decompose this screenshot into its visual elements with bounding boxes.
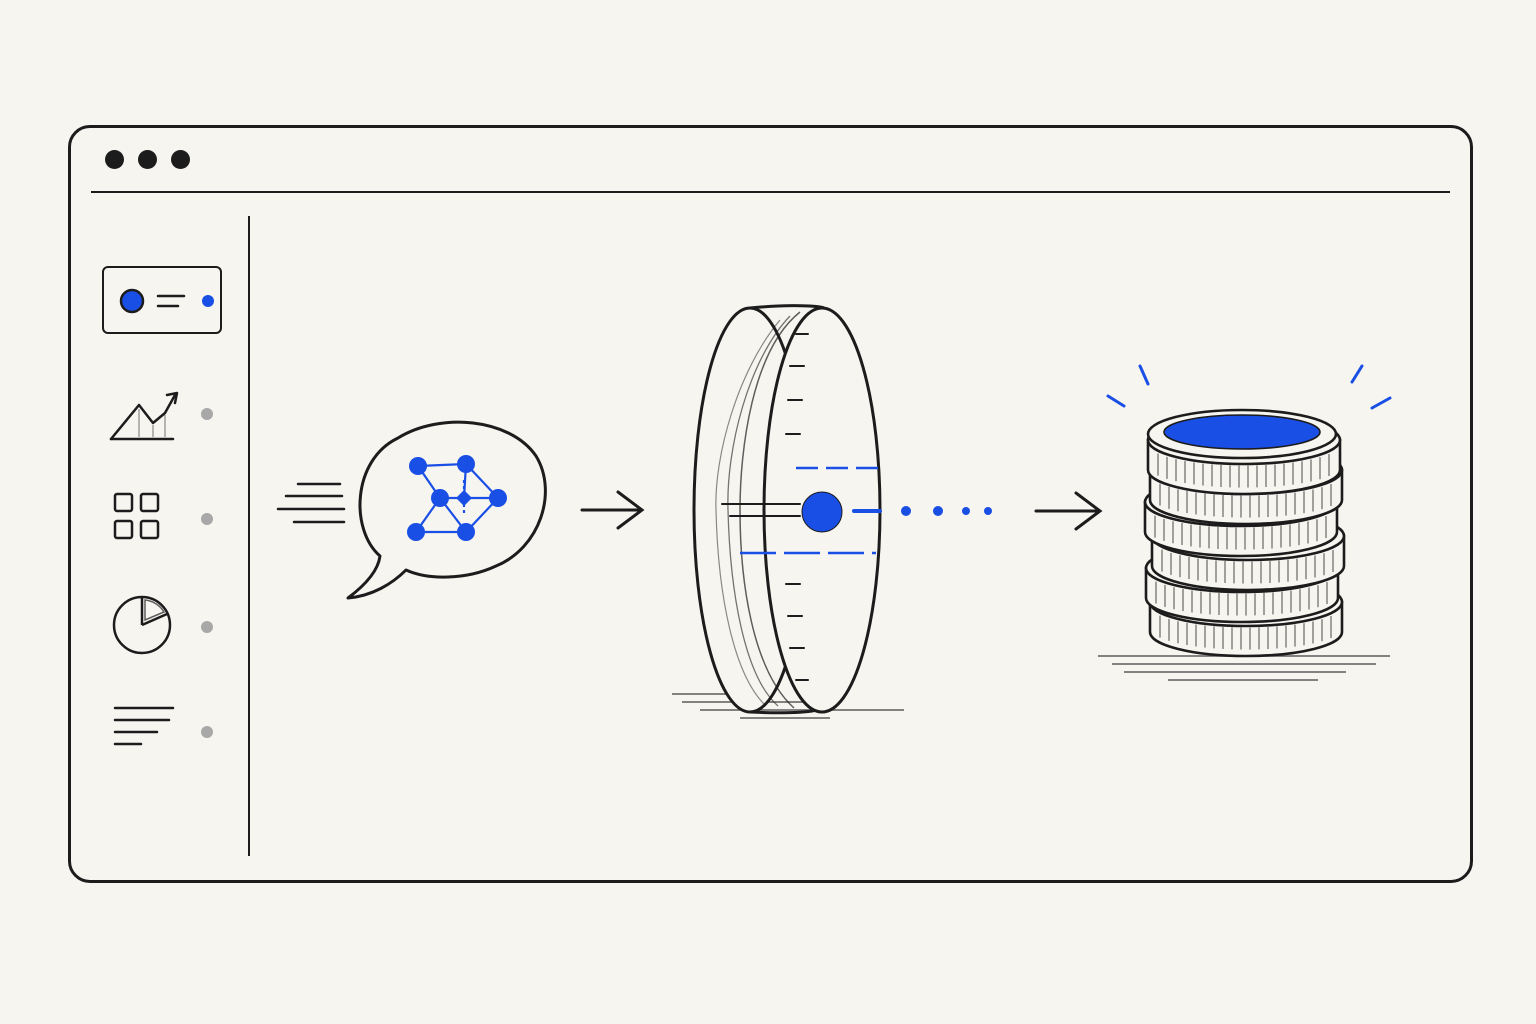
status-dot — [201, 408, 213, 420]
grid-icon — [113, 492, 213, 540]
coin-stack-icon[interactable] — [1098, 364, 1392, 681]
network-graph-icon — [407, 455, 507, 541]
sidebar-item-reports[interactable] — [101, 592, 223, 662]
window-dot-minimize[interactable] — [138, 150, 157, 169]
sidebar-item-overview[interactable] — [102, 266, 222, 334]
status-dot — [201, 513, 213, 525]
sparkle-icon — [1106, 364, 1392, 410]
sidebar-divider — [248, 216, 250, 856]
dotted-line — [852, 506, 992, 516]
arrow-right-icon — [580, 490, 645, 530]
speed-lines-icon — [276, 482, 346, 524]
line-chart-icon — [109, 391, 213, 441]
input-speech-bubble[interactable] — [346, 420, 547, 600]
window-controls — [105, 150, 190, 169]
sidebar-item-analytics[interactable] — [101, 383, 223, 453]
status-dot — [201, 621, 213, 633]
status-dot — [201, 726, 213, 738]
sidebar-item-documents[interactable] — [101, 696, 223, 766]
sidebar-item-apps[interactable] — [101, 486, 223, 556]
pie-chart-icon — [112, 595, 213, 655]
toggle-icon — [119, 288, 214, 314]
titlebar-divider — [91, 191, 1450, 193]
text-lines-icon — [113, 706, 213, 746]
focus-point-icon — [801, 491, 843, 533]
window-dot-maximize[interactable] — [171, 150, 190, 169]
window-dot-close[interactable] — [105, 150, 124, 169]
arrow-right-icon — [1034, 491, 1103, 531]
